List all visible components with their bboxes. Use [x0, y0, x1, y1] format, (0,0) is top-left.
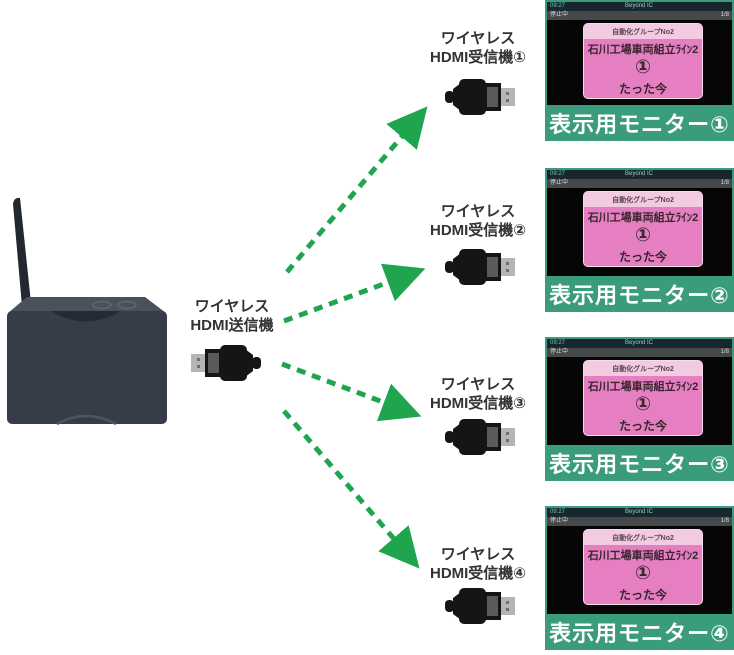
screen-clock: 09:27	[550, 3, 566, 9]
screen-clock: 09:27	[550, 340, 566, 346]
transmitter-label-line1: ワイヤレス	[194, 298, 270, 315]
screen-clock: 09:27	[550, 171, 566, 177]
monitor-3: 09:27 Beyond IC 停止中 1/8 自動化グループNo2 石川工場車…	[545, 337, 734, 481]
screen-app-title: Beyond IC	[624, 171, 654, 177]
screen-statusbar: 09:27 Beyond IC	[547, 339, 732, 348]
screen-toolbar: 停止中 1/8	[547, 11, 732, 20]
monitor-3-screen: 09:27 Beyond IC 停止中 1/8 自動化グループNo2 石川工場車…	[547, 339, 732, 445]
screen-page-indicator: 1/8	[720, 349, 729, 355]
receiver-1-label-line2: HDMI受信機①	[429, 49, 527, 66]
andon-card: 自動化グループNo2 石川工場車両組立ﾗｲﾝ2 ① たった今	[583, 360, 703, 436]
andon-line-name: 石川工場車両組立ﾗｲﾝ2	[587, 44, 699, 56]
screen-clock: 09:27	[550, 509, 566, 515]
andon-status: たった今	[618, 418, 667, 433]
monitor-1-banner: 表示用モニター①	[549, 112, 730, 137]
monitor-2-screen: 09:27 Beyond IC 停止中 1/8 自動化グループNo2 石川工場車…	[547, 170, 732, 276]
andon-card: 自動化グループNo2 石川工場車両組立ﾗｲﾝ2 ① たった今	[583, 191, 703, 267]
andon-status: たった今	[618, 587, 667, 602]
andon-number: ①	[634, 225, 652, 246]
transmitter-device-image	[7, 197, 167, 426]
andon-line-name: 石川工場車両組立ﾗｲﾝ2	[587, 212, 699, 224]
screen-toolbar: 停止中 1/8	[547, 348, 732, 357]
receiver-4-label-line1: ワイヤレス	[440, 546, 516, 563]
andon-line-name: 石川工場車両組立ﾗｲﾝ2	[587, 381, 699, 393]
andon-number: ①	[634, 563, 652, 584]
andon-number: ①	[634, 57, 652, 78]
receiver-1-label: ワイヤレス HDMI受信機①	[413, 29, 543, 67]
receiver-2-label-line2: HDMI受信機②	[429, 222, 527, 239]
andon-card: 自動化グループNo2 石川工場車両組立ﾗｲﾝ2 ① たった今	[583, 23, 703, 99]
andon-line-name: 石川工場車両組立ﾗｲﾝ2	[587, 550, 699, 562]
screen-app-title: Beyond IC	[624, 340, 654, 346]
screen-mode-label: 停止中	[550, 180, 569, 186]
receiver-3-label-line1: ワイヤレス	[440, 376, 516, 393]
arrow-to-receiver-2	[283, 263, 426, 324]
receiver-3-label-line2: HDMI受信機③	[429, 395, 527, 412]
screen-mode-label: 停止中	[550, 12, 569, 18]
screen-toolbar: 停止中 1/8	[547, 517, 732, 526]
andon-group-name: 自動化グループNo2	[584, 361, 702, 376]
receiver-2-label-line1: ワイヤレス	[440, 203, 516, 220]
monitor-4: 09:27 Beyond IC 停止中 1/8 自動化グループNo2 石川工場車…	[545, 506, 734, 650]
screen-statusbar: 09:27 Beyond IC	[547, 508, 732, 517]
receiver-3-hdmi-dongle-icon	[444, 417, 516, 457]
andon-group-name: 自動化グループNo2	[584, 192, 702, 207]
andon-number: ①	[634, 394, 652, 415]
transmitter-label-line2: HDMI送信機	[190, 317, 274, 334]
receiver-4-hdmi-dongle-icon	[444, 586, 516, 626]
receiver-3-label: ワイヤレス HDMI受信機③	[413, 375, 543, 413]
receiver-1-label-line1: ワイヤレス	[440, 30, 516, 47]
andon-group-name: 自動化グループNo2	[584, 530, 702, 545]
screen-app-title: Beyond IC	[624, 3, 654, 9]
receiver-2-label: ワイヤレス HDMI受信機②	[413, 202, 543, 240]
andon-group-name: 自動化グループNo2	[584, 24, 702, 39]
andon-status: たった今	[618, 81, 667, 96]
monitor-2: 09:27 Beyond IC 停止中 1/8 自動化グループNo2 石川工場車…	[545, 168, 734, 312]
screen-page-indicator: 1/8	[720, 180, 729, 186]
screen-statusbar: 09:27 Beyond IC	[547, 2, 732, 11]
andon-card: 自動化グループNo2 石川工場車両組立ﾗｲﾝ2 ① たった今	[583, 529, 703, 605]
arrow-to-receiver-1	[285, 106, 428, 274]
receiver-4-label-line2: HDMI受信機④	[429, 565, 527, 582]
screen-app-title: Beyond IC	[624, 509, 654, 515]
monitor-1-screen: 09:27 Beyond IC 停止中 1/8 自動化グループNo2 石川工場車…	[547, 2, 732, 105]
screen-page-indicator: 1/8	[720, 518, 729, 524]
receiver-2-hdmi-dongle-icon	[444, 247, 516, 287]
screen-mode-label: 停止中	[550, 518, 569, 524]
monitor-3-banner: 表示用モニター③	[549, 452, 730, 477]
antenna-icon	[13, 197, 31, 306]
monitor-4-banner: 表示用モニター④	[549, 621, 730, 646]
screen-page-indicator: 1/8	[720, 12, 729, 18]
transmitter-label: ワイヤレス HDMI送信機	[172, 297, 292, 335]
monitor-1: 09:27 Beyond IC 停止中 1/8 自動化グループNo2 石川工場車…	[545, 0, 734, 141]
transmitter-hdmi-dongle-icon	[190, 343, 262, 383]
screen-mode-label: 停止中	[550, 349, 569, 355]
arrow-to-receiver-4	[282, 409, 420, 569]
arrow-to-receiver-3	[281, 361, 422, 422]
monitor-4-screen: 09:27 Beyond IC 停止中 1/8 自動化グループNo2 石川工場車…	[547, 508, 732, 614]
andon-status: たった今	[618, 249, 667, 264]
receiver-4-label: ワイヤレス HDMI受信機④	[413, 545, 543, 583]
monitor-2-banner: 表示用モニター②	[549, 283, 730, 308]
screen-statusbar: 09:27 Beyond IC	[547, 170, 732, 179]
receiver-1-hdmi-dongle-icon	[444, 77, 516, 117]
screen-toolbar: 停止中 1/8	[547, 179, 732, 188]
